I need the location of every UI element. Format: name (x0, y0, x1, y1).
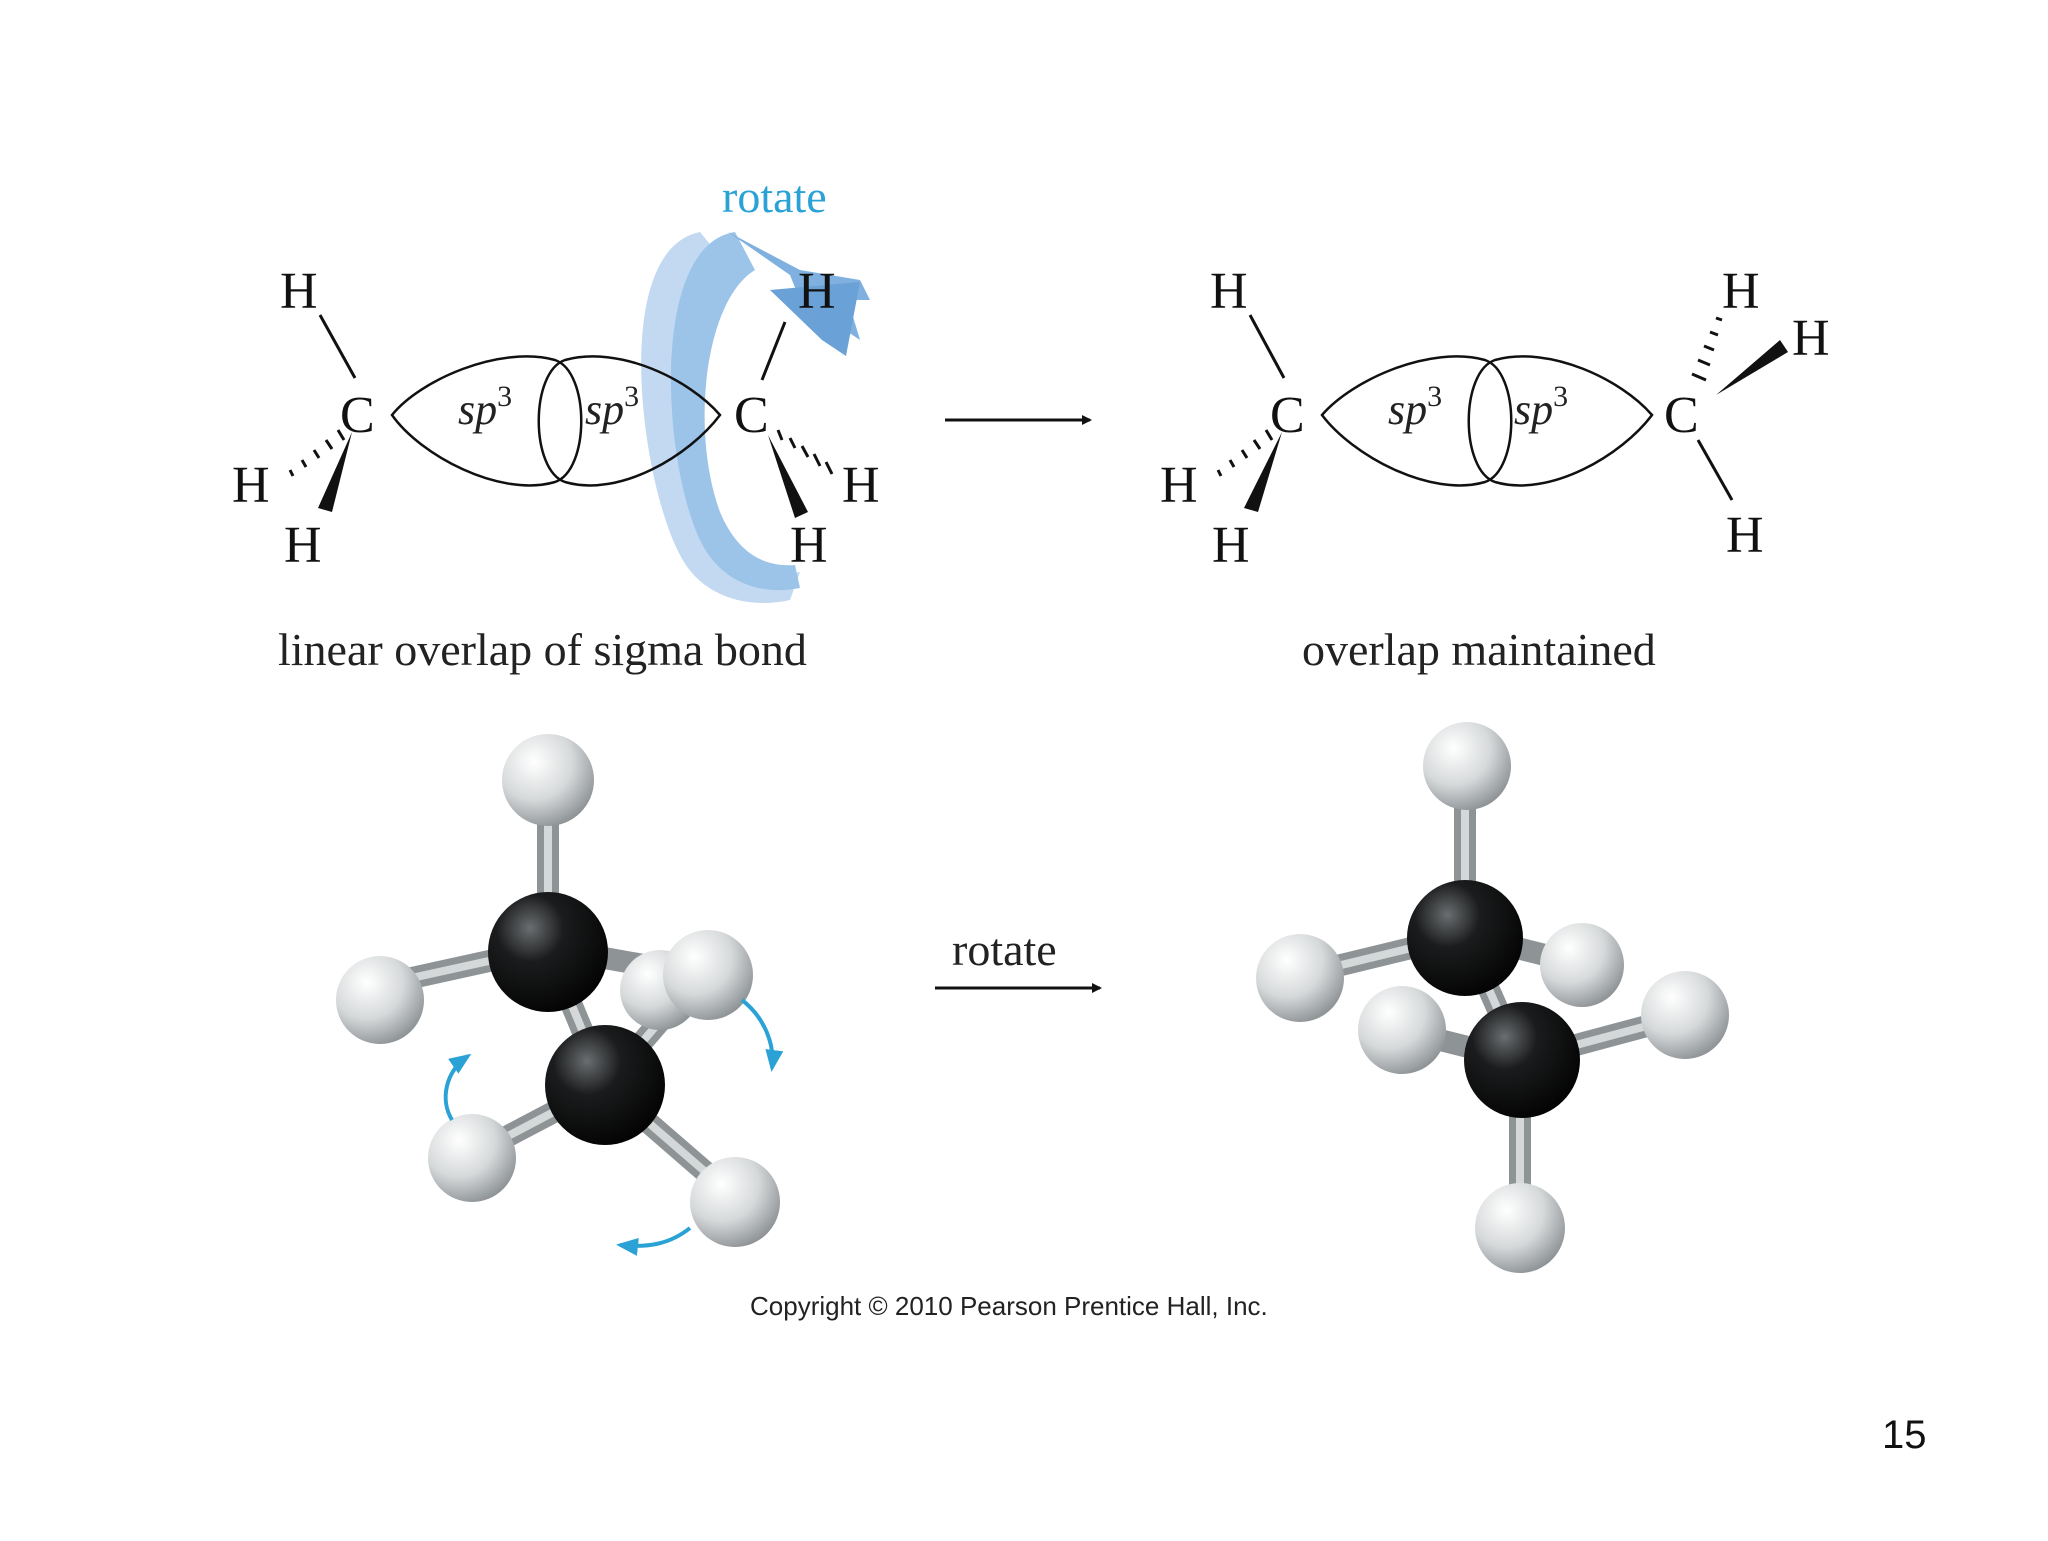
c-atom-label: C (340, 387, 375, 444)
rotation-arrow-icon (740, 998, 784, 1072)
carbon-atom (545, 1025, 665, 1145)
carbon-atom (1464, 1002, 1580, 1118)
h-atom-label: H (280, 263, 318, 320)
right-caption: overlap maintained (1302, 624, 1656, 675)
hydrogen-atom (663, 930, 753, 1020)
hydrogen-atom (1540, 923, 1624, 1007)
rotation-arrow-icon (443, 1053, 472, 1122)
rotate-label: rotate (722, 171, 827, 222)
left-ball-and-stick-model (336, 734, 784, 1256)
right-ball-and-stick-model (1256, 722, 1729, 1273)
hydrogen-atom (336, 956, 424, 1044)
rotation-arrow-icon (616, 1226, 692, 1256)
copyright-notice: Copyright © 2010 Pearson Prentice Hall, … (750, 1291, 1268, 1321)
page-number: 15 (1882, 1413, 1927, 1457)
left-orbital-diagram: H C H H H C H H sp3 sp3 rotate linear ov… (232, 171, 880, 675)
h-atom-label: H (798, 263, 836, 320)
hydrogen-atom (502, 734, 594, 826)
c-atom-label: C (734, 387, 769, 444)
h-atom-label: H (790, 517, 828, 574)
hydrogen-atom (1358, 986, 1446, 1074)
h-atom-label: H (1792, 310, 1830, 367)
hydrogen-atom (1475, 1183, 1565, 1273)
hydrogen-atom (690, 1157, 780, 1247)
right-orbital-diagram: H C H H H H C H sp3 sp3 overlap maintain… (1160, 263, 1830, 675)
h-atom-label: H (1726, 507, 1764, 564)
h-atom-label: H (1160, 457, 1198, 514)
h-atom-label: H (1212, 517, 1250, 574)
orbital-label: sp3 (1388, 380, 1442, 434)
rotate-label-bottom: rotate (952, 924, 1057, 975)
hydrogen-atom (428, 1114, 516, 1202)
carbon-atom (488, 892, 608, 1012)
orbital-label: sp3 (458, 380, 512, 434)
carbon-atom (1407, 880, 1523, 996)
h-atom-label: H (1210, 263, 1248, 320)
h-atom-label: H (1722, 263, 1760, 320)
rotate-arrow-icon (641, 232, 870, 603)
h-atom-label: H (232, 457, 270, 514)
hydrogen-atom (1423, 722, 1511, 810)
hydrogen-atom (1256, 934, 1344, 1022)
left-caption: linear overlap of sigma bond (278, 624, 807, 675)
c-atom-label: C (1270, 387, 1305, 444)
h-atom-label: H (284, 517, 322, 574)
orbital-label: sp3 (585, 380, 639, 434)
orbital-label: sp3 (1514, 380, 1568, 434)
h-atom-label: H (842, 457, 880, 514)
c-atom-label: C (1664, 387, 1699, 444)
hydrogen-atom (1641, 971, 1729, 1059)
